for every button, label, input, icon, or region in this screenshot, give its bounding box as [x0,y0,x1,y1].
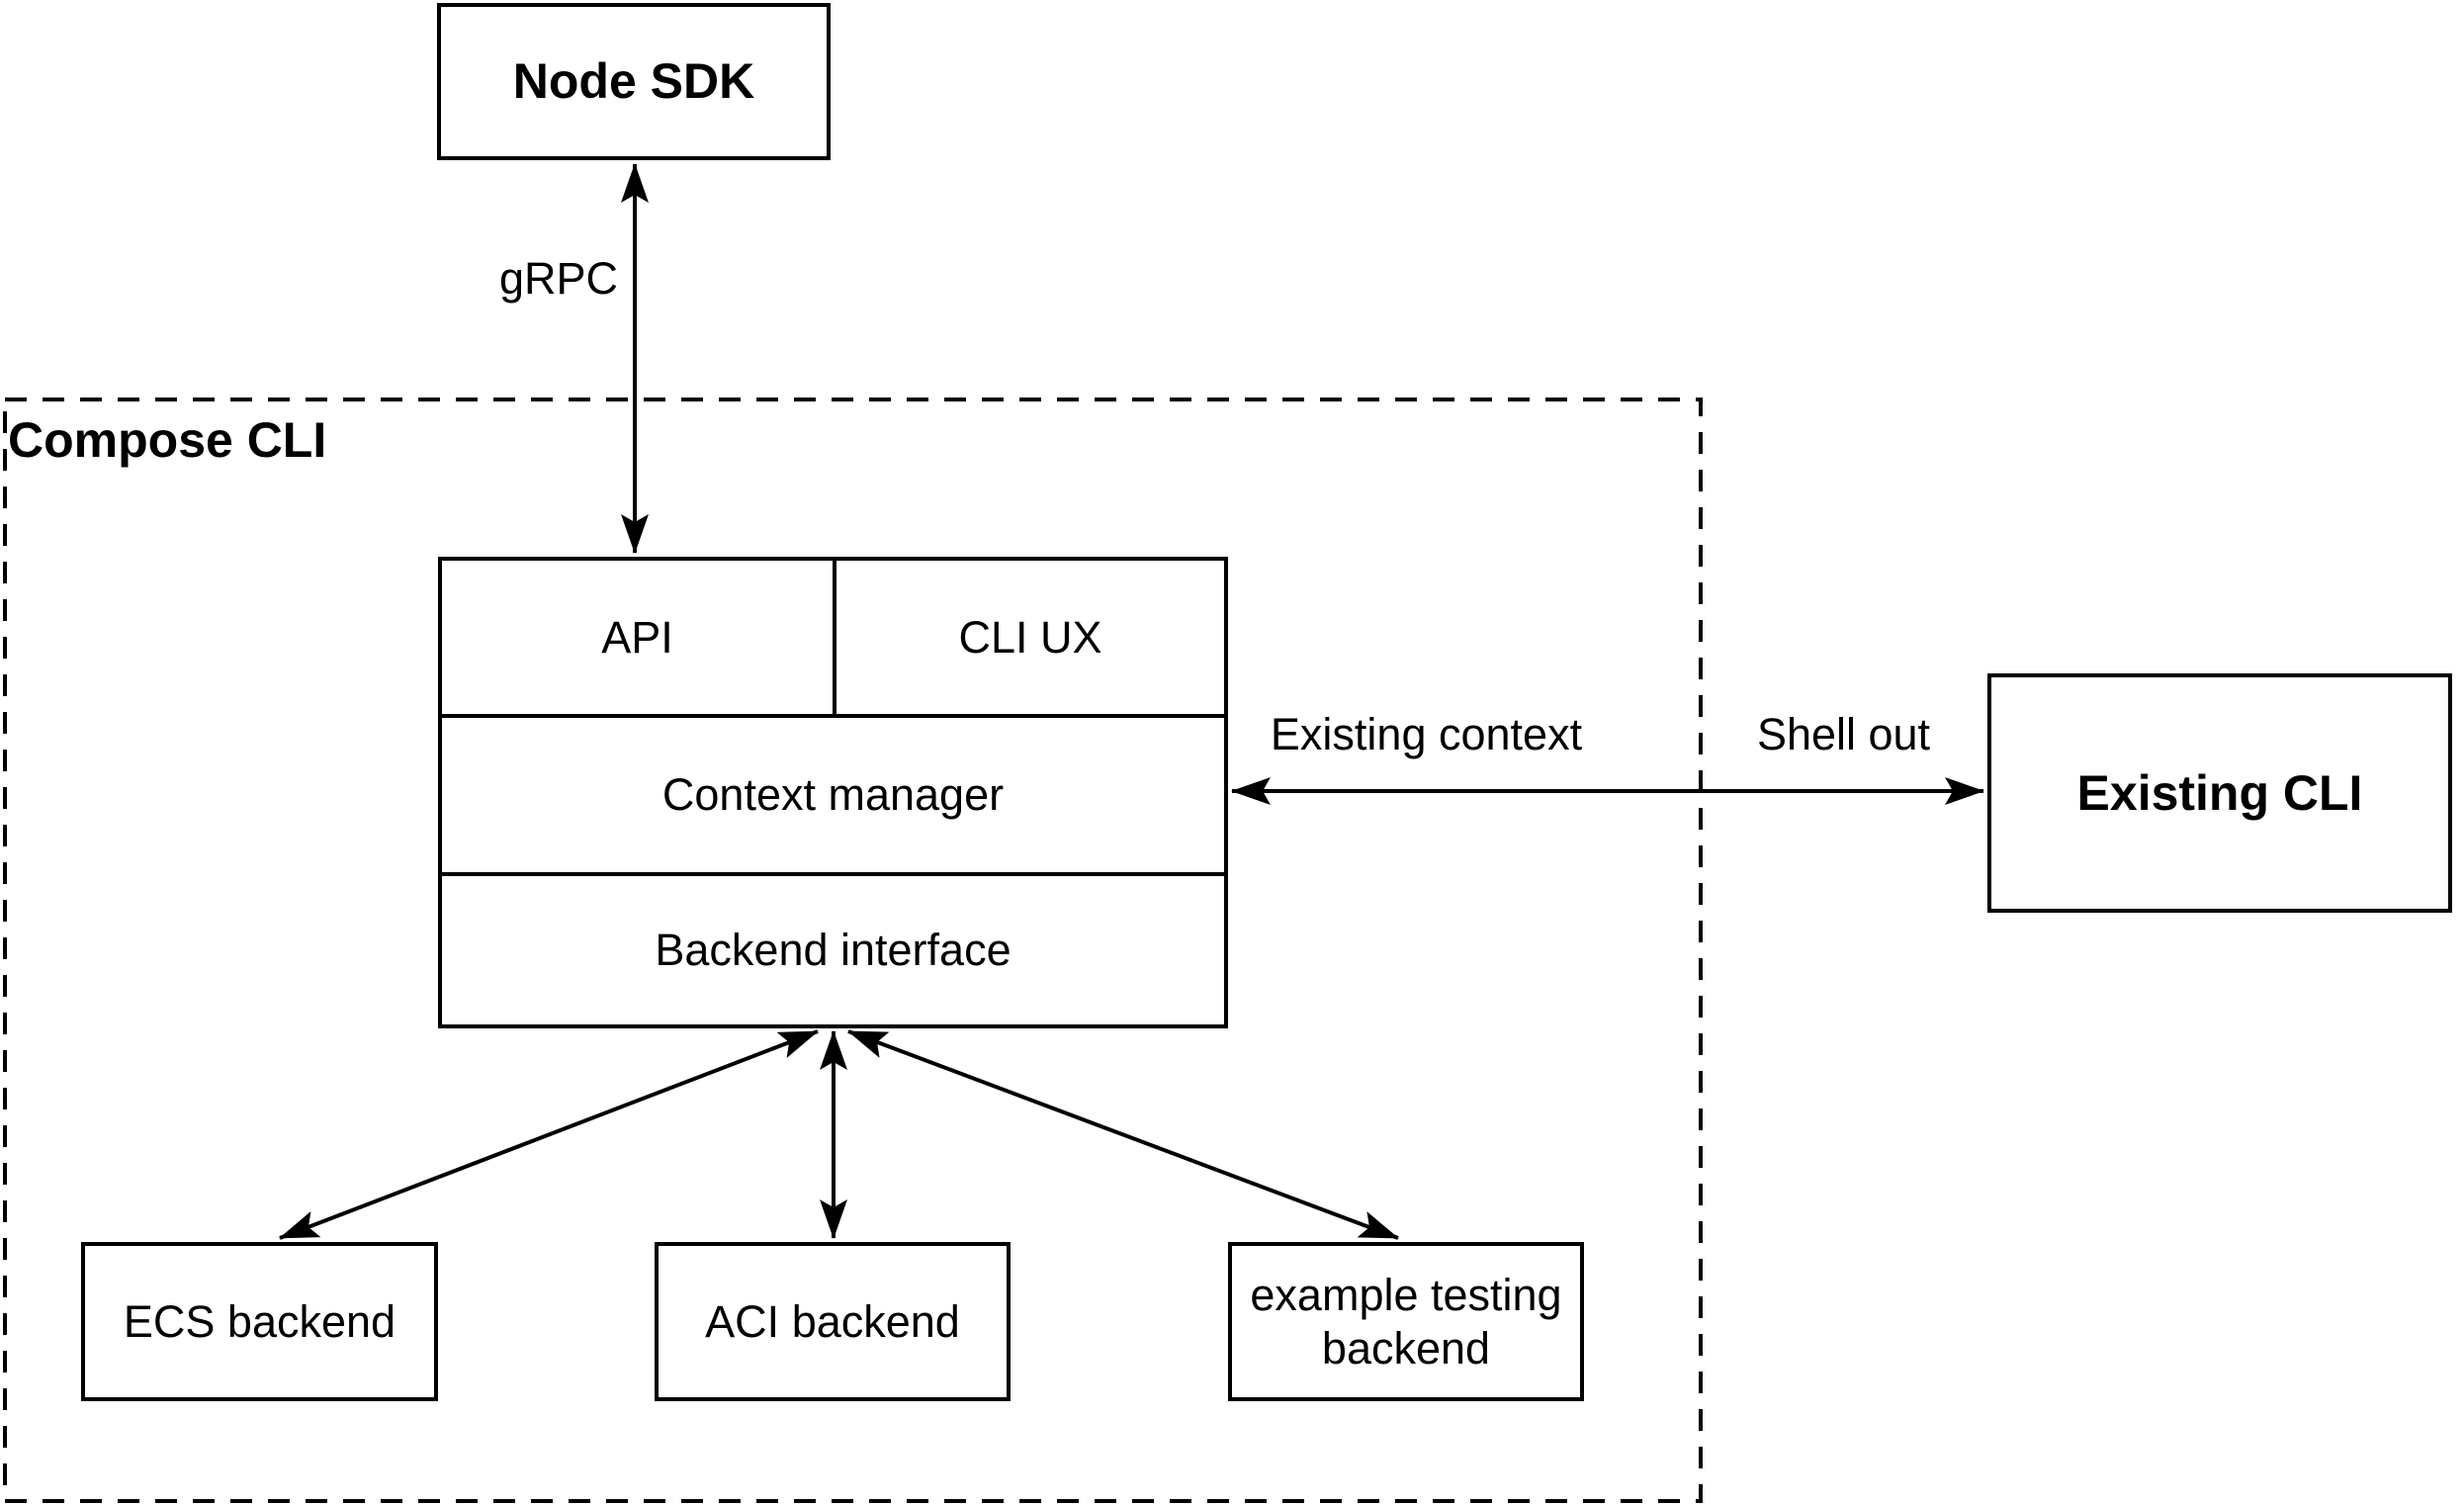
node-sdk-label: Node SDK [512,53,755,109]
compose-cli-label: Compose CLI [8,412,327,468]
example-backend-arrow [847,1029,1399,1240]
context-manager-label: Context manager [661,769,1005,820]
backend-interface-box: Backend interface [442,876,1224,1024]
aci-backend-label: ACI backend [705,1295,960,1347]
node-sdk-box: Node SDK [437,3,831,160]
cli-ux-box: CLI UX [836,561,1224,714]
backend-interface-label: Backend interface [655,925,1012,975]
compose-cli-core-box: API CLI UX Context manager Backend inter… [438,557,1228,1028]
example-testing-backend-label: example testing backend [1250,1270,1562,1374]
api-cliux-row: API CLI UX [442,561,1224,718]
grpc-edge-label: gRPC [498,253,618,304]
ecs-backend-label: ECS backend [123,1295,396,1347]
ecs-backend-arrow [279,1029,819,1240]
example-testing-backend-box: example testing backend [1228,1242,1584,1401]
shell-out-edge-label: Shell out [1756,709,1931,759]
api-box: API [442,561,836,714]
aci-backend-box: ACI backend [655,1242,1011,1401]
existing-cli-label: Existing CLI [2076,764,2363,821]
ecs-backend-box: ECS backend [81,1242,438,1401]
api-label: API [601,611,673,663]
existing-cli-box: Existing CLI [1987,673,2452,913]
context-manager-box: Context manager [442,718,1224,876]
existing-context-edge-label: Existing context [1270,709,1583,759]
cli-ux-label: CLI UX [958,611,1102,663]
